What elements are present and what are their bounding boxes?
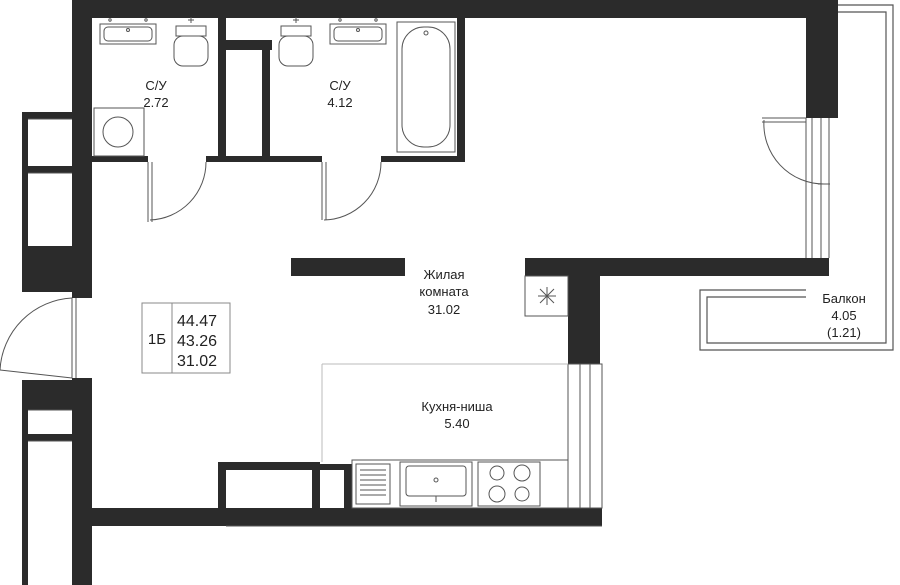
living-room-label-1: Жилая [423,267,464,282]
apartment-info-box [141,302,231,374]
balcony-label: Балкон [822,291,866,306]
kitchen-sink-icon [399,461,473,507]
balcony-area: 4.05 [831,308,856,323]
kitchen-zone-outline [321,363,568,462]
balcony-area-reduced: (1.21) [827,325,861,340]
toilet-icon [278,17,314,67]
washing-machine-icon [93,107,145,157]
area-excl-balcony: 43.26 [177,333,217,350]
balcony-outline [699,4,894,351]
balcony-window [805,118,830,258]
living-room-label-2: комната [419,284,469,299]
toilet-icon [173,17,209,67]
bathroom-1-label: С/У [145,78,167,93]
bathtub-icon [396,21,456,153]
bathroom-1-area: 2.72 [143,95,168,110]
dishwasher-icon [355,463,391,505]
bathroom-2-label: С/У [329,78,351,93]
kitchen-label: Кухня-ниша [421,399,493,414]
living-area: 31.02 [177,353,217,370]
kitchen-window [567,363,603,509]
total-area: 44.47 [177,313,217,330]
sink-icon [329,18,387,45]
bathroom-2-area: 4.12 [327,95,352,110]
sink-icon [99,18,157,45]
apartment-type: 1Б [148,331,166,348]
left-windows [28,118,72,442]
doors [0,117,830,379]
kitchen-area: 5.40 [444,416,469,431]
cooktop-icon [477,461,541,507]
living-room-area: 31.02 [428,302,461,317]
ventilation-icon [524,275,569,317]
kitchen-counter [351,459,569,509]
walls [22,0,838,585]
